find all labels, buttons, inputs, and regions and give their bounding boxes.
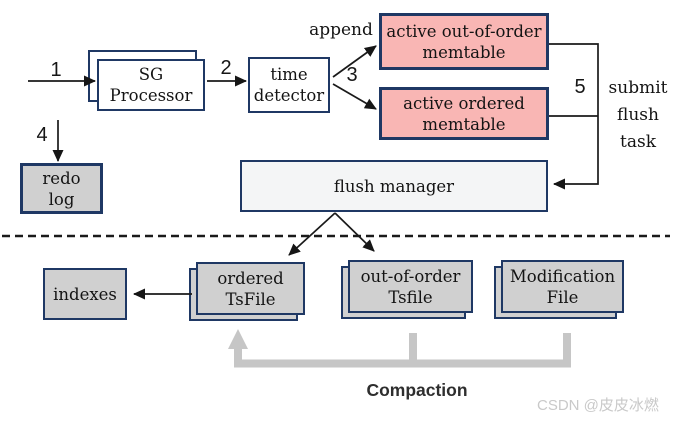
active-ordered-memtable-label-line1: active ordered: [403, 93, 525, 113]
arrow-flush-to-ordered-tsfile: [288, 212, 336, 256]
time-detector-node: time detector: [248, 57, 330, 113]
arrow-flush-to-out-of-order-tsfile: [334, 212, 375, 252]
out-of-order-tsfile-label-line2: Tsfile: [388, 287, 433, 307]
step-1-label: 1: [50, 59, 62, 81]
active-ordered-memtable-node: active ordered memtable: [379, 87, 549, 140]
sg-processor-label-line2: Processor: [109, 86, 193, 105]
out-of-order-tsfile-label-line1: out-of-order: [360, 266, 461, 286]
sg-processor-label-line1: SG: [138, 65, 164, 84]
indexes-label: indexes: [53, 284, 117, 304]
compaction-arrowhead-icon: [228, 329, 248, 349]
compaction-label: Compaction: [366, 380, 468, 400]
time-detector-label-line2: detector: [253, 86, 325, 105]
modification-file-label-line2: File: [546, 287, 579, 307]
compaction-flow-line: [234, 333, 571, 368]
ordered-tsfile-node: ordered TsFile: [196, 262, 305, 315]
submit-flush-task-line3: task: [620, 132, 656, 152]
redo-log-node: redo log: [20, 163, 103, 214]
active-ooo-memtable-label-line1: active out-of-order: [386, 21, 542, 41]
submit-flush-task-line2: flush: [617, 105, 659, 125]
active-ordered-memtable-label-line2: memtable: [422, 114, 506, 134]
step-2-label: 2: [220, 57, 232, 79]
watermark: CSDN @皮皮冰燃: [537, 397, 659, 414]
out-of-order-tsfile-node: out-of-order Tsfile: [348, 260, 473, 313]
modification-file-node: Modification File: [501, 260, 624, 313]
redo-log-label-line2: log: [48, 189, 75, 209]
time-detector-label-line1: time: [270, 65, 308, 84]
sg-processor-node: SG Processor: [97, 59, 205, 111]
modification-file-label-line1: Modification: [509, 266, 616, 286]
indexes-node: indexes: [43, 268, 127, 320]
redo-log-label-line1: redo: [42, 168, 81, 188]
ordered-tsfile-label-line1: ordered: [217, 268, 284, 288]
active-out-of-order-memtable-node: active out-of-order memtable: [379, 13, 549, 70]
step-3-label: 3: [346, 64, 358, 86]
step-4-label: 4: [36, 124, 48, 146]
connector-5-submit-flush-task: [549, 43, 599, 190]
flush-manager-node: flush manager: [240, 160, 548, 212]
append-label: append: [309, 20, 373, 40]
arrow-3-to-ordered-memtable: [332, 83, 377, 110]
step-5-label: 5: [574, 76, 586, 98]
active-ooo-memtable-label-line2: memtable: [422, 42, 506, 62]
flush-manager-label: flush manager: [333, 176, 455, 196]
submit-flush-task-line1: submit: [608, 78, 668, 98]
submit-flush-task-label: submit flush task: [606, 75, 670, 156]
ordered-tsfile-label-line2: TsFile: [225, 289, 276, 309]
